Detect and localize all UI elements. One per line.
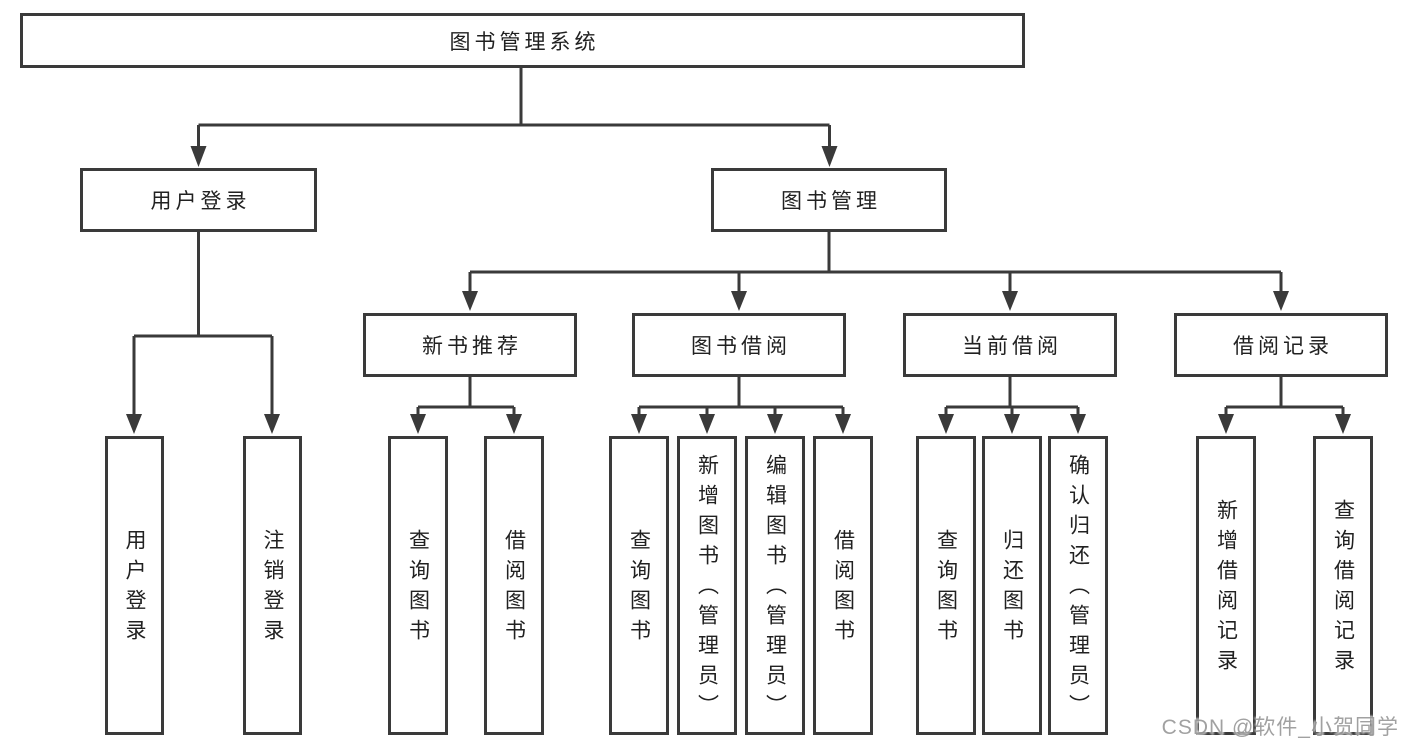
node-user-login: 用户登录 [80,168,317,232]
node-label: 图书管理 [781,190,881,213]
leaf-edit-book-admin: 编辑图书（管理员） [745,436,805,735]
leaf-query-book: 查询图书 [388,436,448,735]
leaf-user-login: 用户登录 [105,436,164,735]
node-book-management: 图书管理 [711,168,947,232]
leaf-return-book: 归还图书 [982,436,1042,735]
leaf-query-borrow-record: 查询借阅记录 [1313,436,1373,735]
leaf-add-borrow-record: 新增借阅记录 [1196,436,1256,735]
node-label: 当前借阅 [962,335,1062,358]
leaf-logout: 注销登录 [243,436,302,735]
leaf-borrow-book: 借阅图书 [484,436,544,735]
node-current-borrowing: 当前借阅 [903,313,1117,377]
node-label: 新书推荐 [422,335,522,358]
node-book-borrowing: 图书借阅 [632,313,846,377]
leaf-confirm-return-admin: 确认归还（管理员） [1048,436,1108,735]
node-label: 用户登录 [150,190,251,213]
node-label: 图书借阅 [691,335,791,358]
node-new-book-recommend: 新书推荐 [363,313,577,377]
node-label: 借阅记录 [1233,335,1333,358]
node-root-library-system: 图书管理系统 [20,13,1025,68]
leaf-add-book-admin: 新增图书（管理员） [677,436,737,735]
node-borrow-records: 借阅记录 [1174,313,1388,377]
leaf-query-book: 查询图书 [609,436,669,735]
leaf-borrow-book: 借阅图书 [813,436,873,735]
leaf-query-book: 查询图书 [916,436,976,735]
csdn-watermark: CSDN @软件_小贺同学 [1161,716,1399,739]
node-label: 图书管理系统 [449,30,600,54]
